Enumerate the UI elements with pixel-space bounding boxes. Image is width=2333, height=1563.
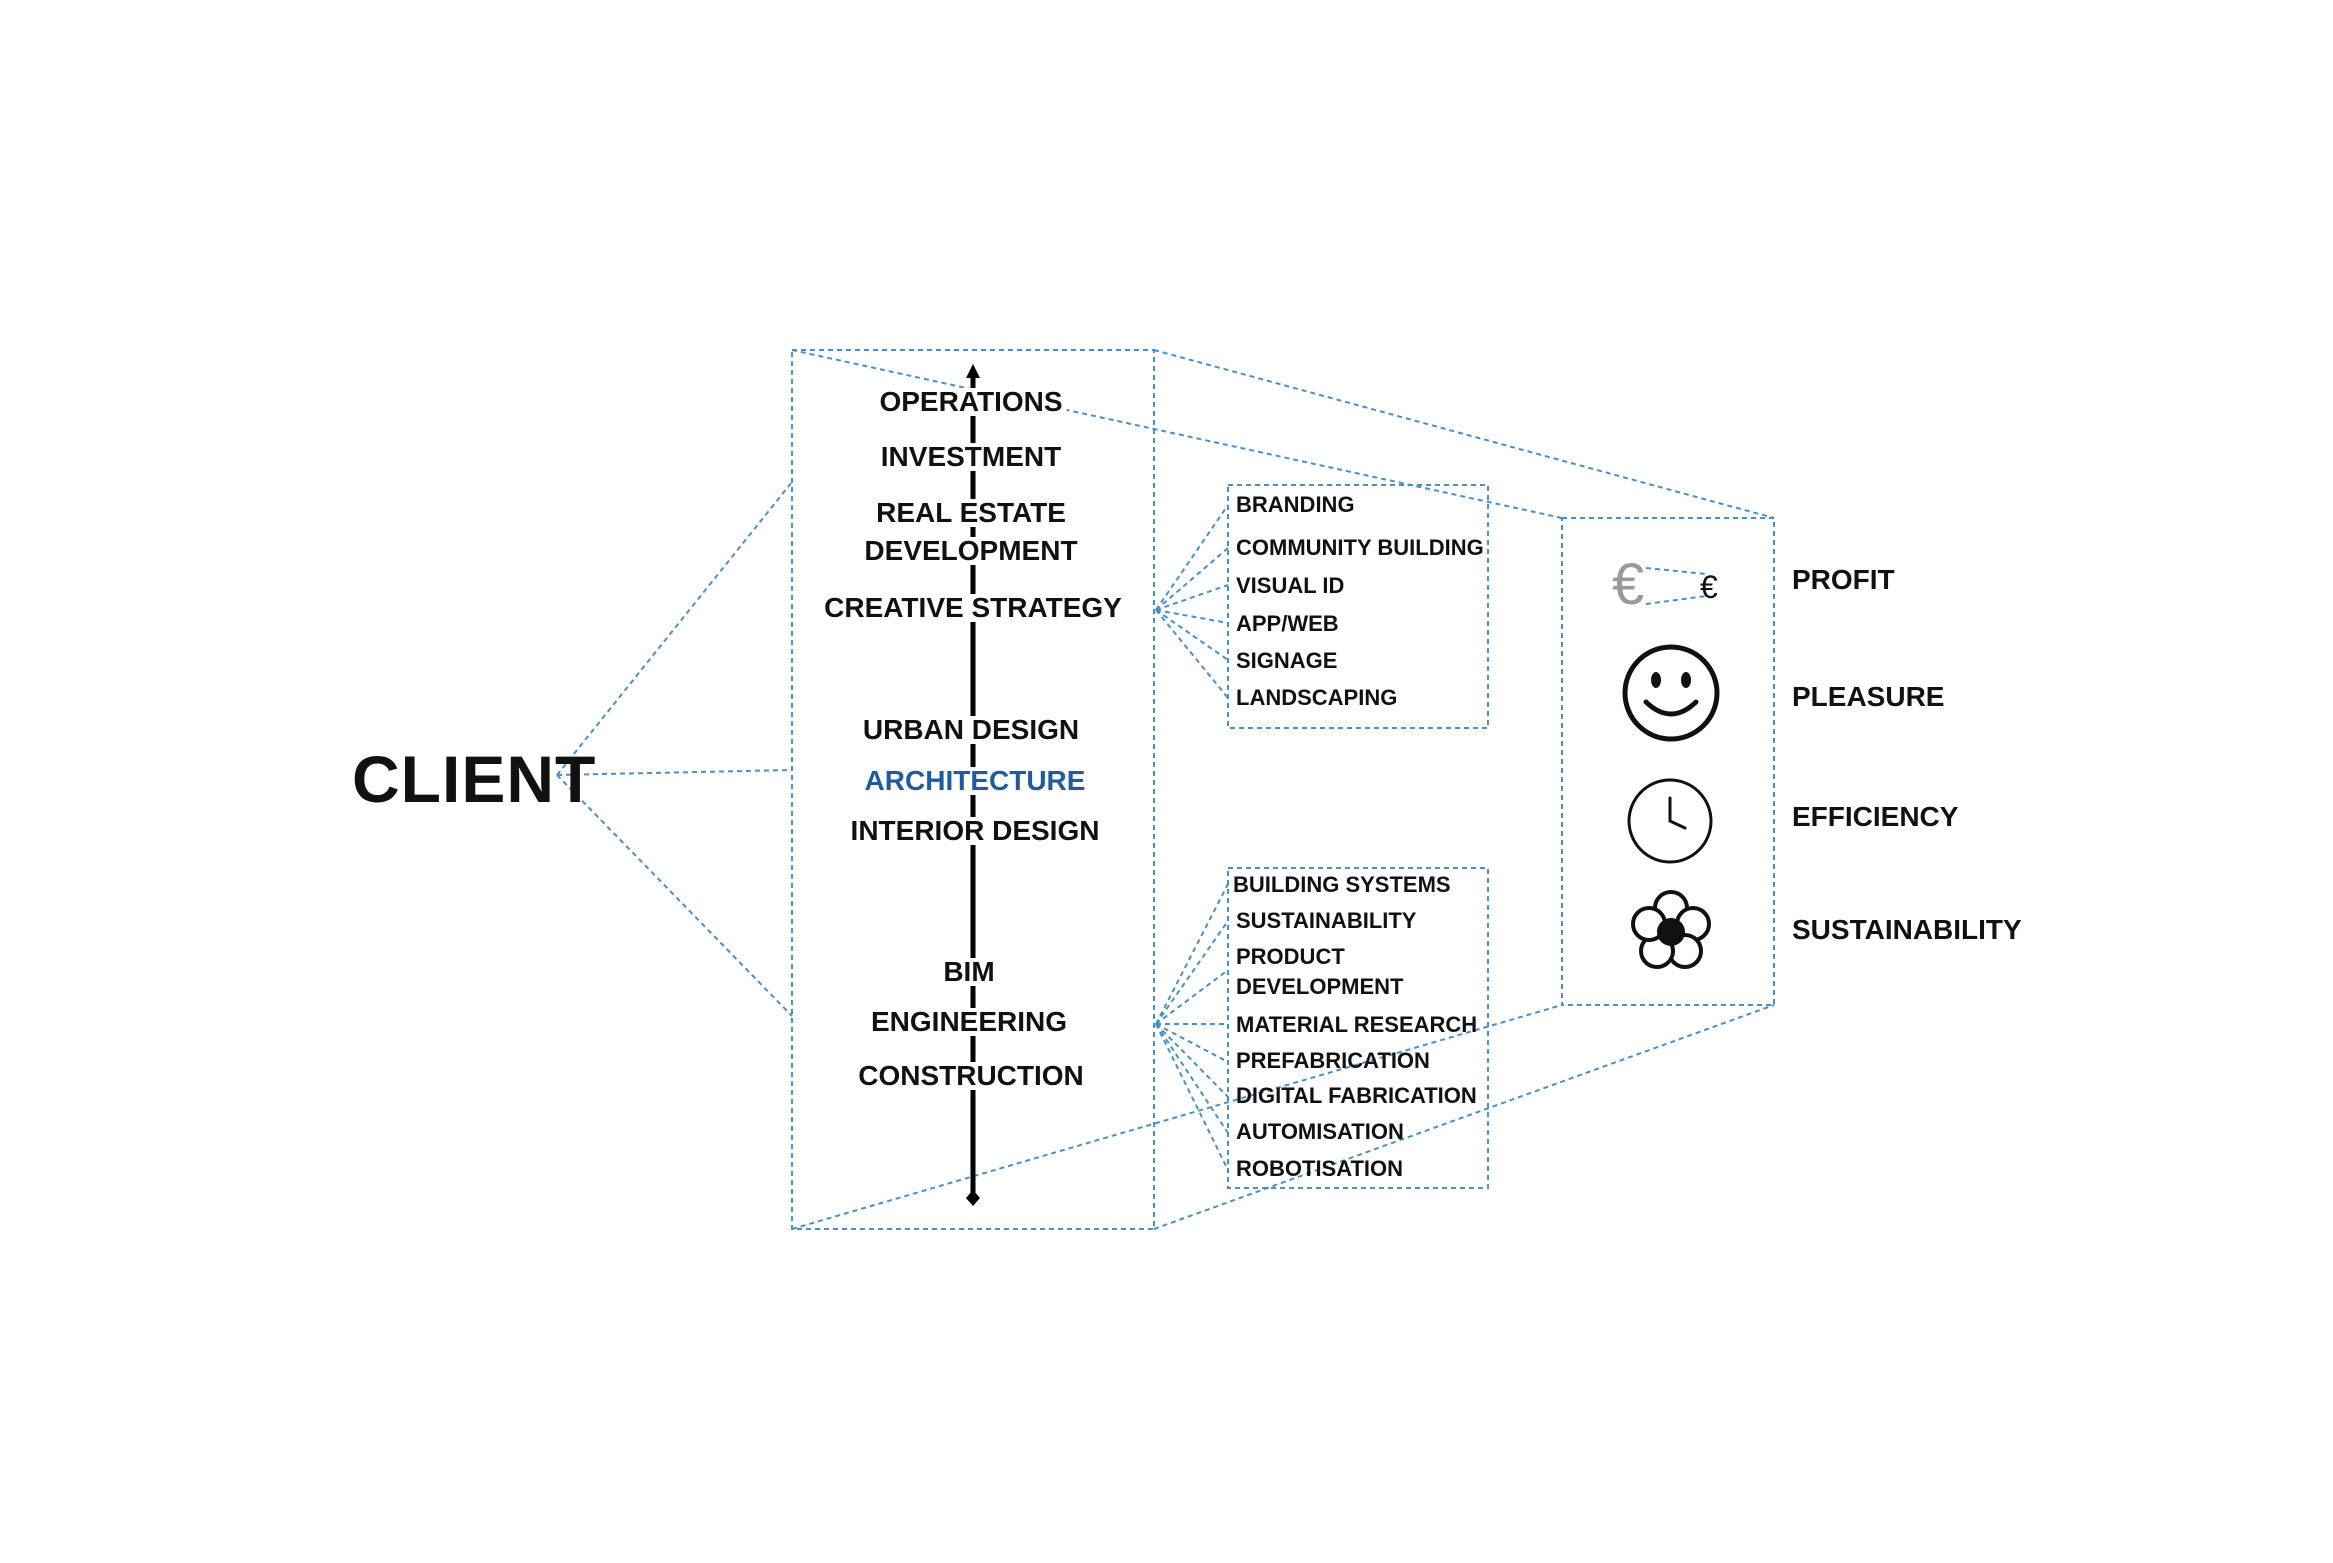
chain-architecture: ARCHITECTURE — [860, 767, 1090, 795]
service-sustainability: SUSTAINABILITY — [1236, 908, 1417, 933]
strategy-services-box — [1227, 484, 1489, 729]
service-community-building: COMMUNITY BUILDING — [1236, 535, 1484, 560]
chain-creative-strategy: CREATIVE STRATEGY — [820, 594, 1126, 622]
chain-operations: OPERATIONS — [875, 388, 1067, 416]
value-pleasure: PLEASURE — [1792, 681, 1945, 712]
service-visual-id: VISUAL ID — [1236, 573, 1345, 598]
chain-real-estate: REAL ESTATE — [872, 499, 1070, 527]
euro-icon: € € — [1606, 548, 1736, 618]
chain-development: DEVELOPMENT — [860, 537, 1082, 565]
euro-small-symbol: € — [1700, 569, 1718, 605]
service-material-research: MATERIAL RESEARCH — [1236, 1012, 1478, 1037]
client-connector-bottom — [556, 774, 793, 1017]
service-building-systems: BUILDING SYSTEMS — [1233, 872, 1451, 897]
client-connector-mid — [556, 769, 793, 776]
values-box — [1561, 517, 1775, 1006]
chain-engineering: ENGINEERING — [866, 1008, 1072, 1036]
chain-interior-design: INTERIOR DESIGN — [846, 817, 1104, 845]
client-label: CLIENT — [352, 742, 597, 816]
client-connector-top — [556, 481, 793, 776]
service-product-development: DEVELOPMENT — [1236, 974, 1404, 999]
clock-icon — [1625, 776, 1715, 866]
smiley-icon — [1620, 642, 1722, 744]
flower-icon — [1628, 888, 1714, 974]
service-app-web: APP/WEB — [1236, 611, 1339, 636]
chain-arrow-top — [966, 364, 980, 378]
value-profit: PROFIT — [1792, 564, 1895, 595]
chain-construction: CONSTRUCTION — [854, 1062, 1088, 1090]
value-efficiency: EFFICIENCY — [1792, 801, 1959, 832]
chain-urban-design: URBAN DESIGN — [858, 716, 1084, 744]
service-robotisation: ROBOTISATION — [1236, 1156, 1404, 1181]
service-branding: BRANDING — [1236, 492, 1355, 517]
chain-bim: BIM — [939, 958, 999, 986]
service-landscaping: LANDSCAPING — [1236, 685, 1398, 710]
euro-faded-symbol: € — [1612, 552, 1644, 617]
value-sustainability: SUSTAINABILITY — [1792, 914, 2022, 945]
service-digital-fabrication: DIGITAL FABRICATION — [1236, 1083, 1477, 1108]
chain-box — [791, 349, 1155, 1230]
service-prefabrication: PREFABRICATION — [1236, 1048, 1430, 1073]
engineering-services-box — [1227, 867, 1489, 1189]
service-signage: SIGNAGE — [1236, 648, 1338, 673]
chain-investment: INVESTMENT — [876, 443, 1066, 471]
service-product: PRODUCT — [1236, 944, 1345, 969]
service-automisation: AUTOMISATION — [1236, 1119, 1404, 1144]
chain-arrow-bottom — [966, 1190, 980, 1206]
